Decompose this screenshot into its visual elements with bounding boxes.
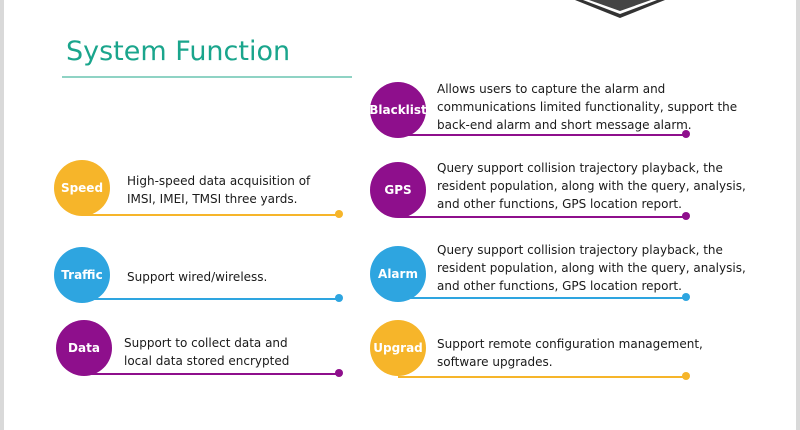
frame-right-border (796, 0, 800, 430)
alarm-badge: Alarm (370, 246, 426, 302)
speed-description: High-speed data acquisition of IMSI, IME… (127, 174, 311, 206)
alarm-connector-line (398, 297, 686, 299)
gps-connector-dot (682, 212, 690, 220)
frame-left-border (0, 0, 4, 430)
page-title: System Function (66, 36, 291, 67)
upgrad-description: Support remote configuration management,… (437, 337, 703, 369)
blacklist-badge: Blacklist (369, 82, 427, 138)
traffic-badge: Traffic (54, 247, 110, 303)
gps-description: Query support collision trajectory playb… (437, 161, 746, 211)
badge-label: Data (68, 341, 100, 355)
traffic-description: Support wired/wireless. (127, 270, 268, 284)
upgrad-connector-dot (682, 372, 690, 380)
badge-label: Alarm (378, 267, 418, 281)
badge-label: Speed (60, 181, 104, 195)
alarm-description: Query support collision trajectory playb… (437, 243, 746, 293)
data-connector-line (84, 373, 339, 375)
badge-label: Blacklist (369, 103, 427, 117)
blacklist-description: Allows users to capture the alarm and co… (437, 82, 738, 132)
data-description: Support to collect data and local data s… (124, 336, 290, 368)
speed-badge: Speed (54, 160, 110, 216)
title-underline (62, 76, 352, 78)
speed-connector-dot (335, 210, 343, 218)
data-badge: Data (56, 320, 112, 376)
alarm-connector-dot (682, 293, 690, 301)
top-decorative-graphic (575, 0, 665, 18)
traffic-connector-line (82, 298, 339, 300)
badge-label: Upgrad (373, 341, 423, 355)
data-connector-dot (335, 369, 343, 377)
traffic-connector-dot (335, 294, 343, 302)
blacklist-connector-line (398, 134, 686, 136)
badge-label: GPS (384, 183, 412, 197)
gps-connector-line (398, 216, 686, 218)
upgrad-connector-line (398, 376, 686, 378)
blacklist-connector-dot (682, 130, 690, 138)
speed-connector-line (82, 214, 339, 216)
upgrad-badge: Upgrad (370, 320, 426, 376)
gps-badge: GPS (370, 162, 426, 218)
badge-label: Traffic (61, 268, 103, 282)
